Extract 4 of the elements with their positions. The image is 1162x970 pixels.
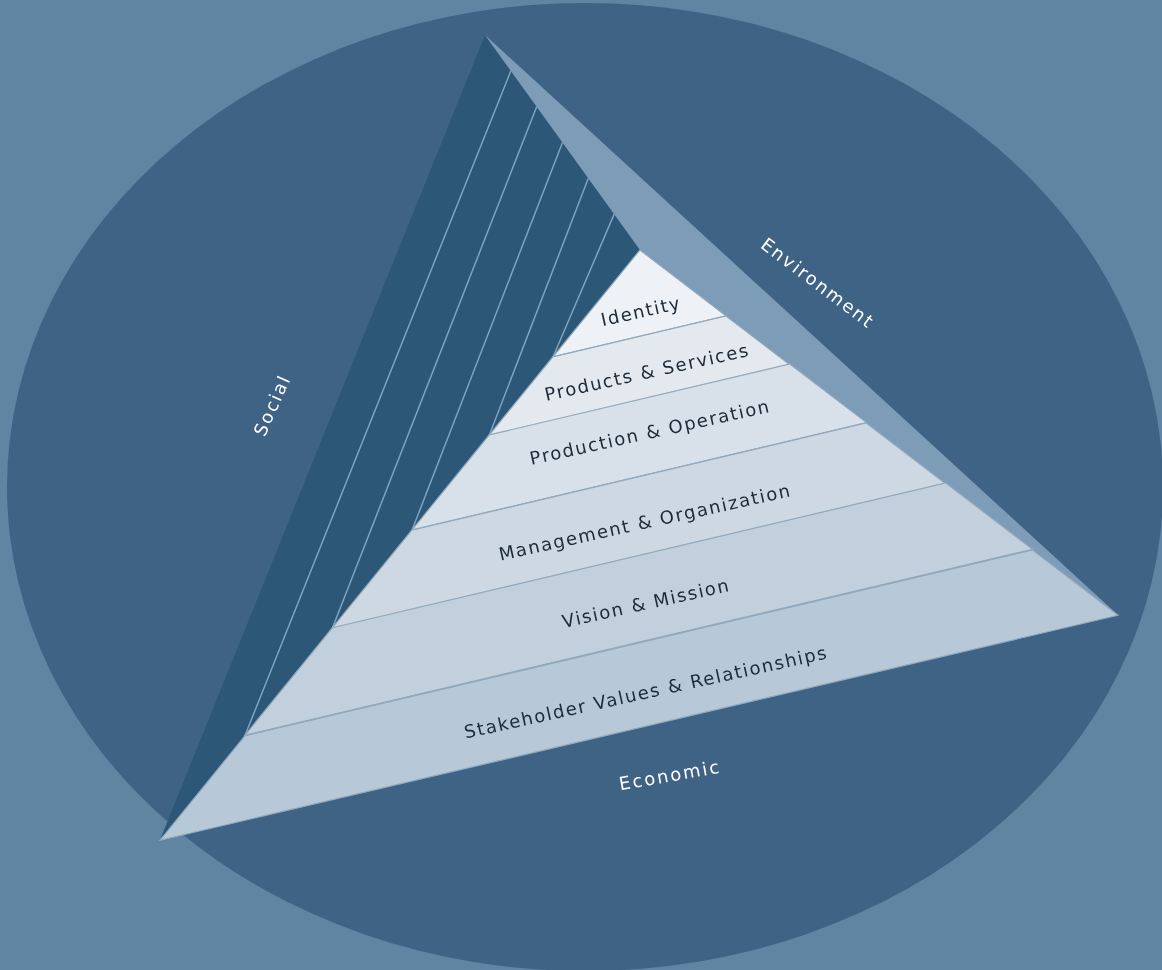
face-label: Economic (617, 755, 723, 795)
layer-label: Vision & Mission (560, 574, 732, 632)
layer-label: Products & Services (542, 339, 752, 405)
layer-label: Identity (598, 291, 684, 331)
